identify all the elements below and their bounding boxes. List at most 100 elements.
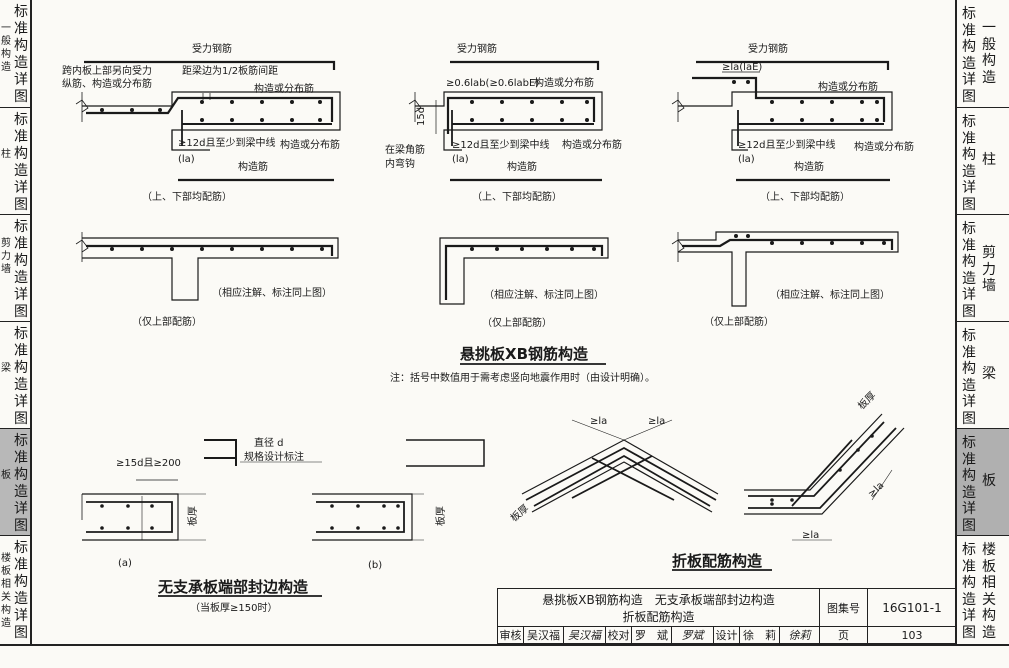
right-nav-side-label: 一般构造 — [982, 20, 996, 86]
edge-thick-a: 板厚 — [186, 506, 199, 526]
left-nav-side-label: 梁 — [1, 363, 11, 374]
right-nav-side-label: 柱 — [982, 152, 996, 168]
atlas-number: 16G101-1 — [868, 589, 956, 627]
cantilever-detail-1 — [75, 60, 341, 182]
label-dist-rebar: 构造或分布筋 — [818, 80, 878, 93]
label-spacing: 距梁边为1/2板筋间距 — [182, 64, 278, 77]
caption-top-only-1: （仅上部配筋） — [132, 315, 202, 328]
right-nav-vertical-label: 标准构造详图 — [962, 221, 976, 320]
title-block: 悬挑板XB钢筋构造 无支承板端部封边构造 折板配筋构造 图集号 16G101-1… — [497, 588, 956, 644]
label-note-top2: 纵筋、构造或分布筋 — [62, 77, 152, 90]
left-nav-vertical-label: 标准构造详图 — [14, 540, 28, 641]
label-hook: 15d — [416, 107, 427, 126]
label-dist-rebar: 构造或分布筋 — [254, 82, 314, 95]
top-only-detail-1 — [75, 232, 339, 301]
checker-name: 罗 斌 — [632, 627, 672, 643]
label-dim: ≥la(laE) — [722, 62, 762, 73]
left-nav-vertical-label: 标准构造详图 — [14, 326, 28, 427]
right-nav-side-label: 剪力墙 — [982, 245, 996, 294]
review-label: 审核 — [498, 627, 524, 643]
right-nav-side-label: 梁 — [982, 366, 996, 382]
right-nav-strip: 标准构造详图 一般构造 标准构造详图 柱 标准构造详图 剪力墙 标准构造详图 梁… — [955, 0, 1009, 644]
caption-top-only-3: （仅上部配筋） — [704, 315, 774, 328]
folded-la-1: ≥la — [590, 416, 607, 427]
reviewer-signature: 吴汉福 — [564, 627, 606, 643]
label-la: (la) — [738, 154, 755, 165]
label-corner-2: 内弯钩 — [385, 157, 415, 170]
top-stress-rebar — [450, 60, 600, 70]
label-anchor: ≥12d且至少到梁中线 — [738, 138, 835, 151]
folded-thick: 板厚 — [508, 501, 532, 524]
label-dist-rebar-2: 构造或分布筋 — [562, 138, 622, 151]
caption-both: （上、下部均配筋） — [760, 190, 850, 203]
label-const-rebar: 构造筋 — [238, 160, 268, 173]
right-nav-item-general[interactable]: 标准构造详图 一般构造 — [957, 0, 1009, 108]
slab-outline — [415, 91, 603, 151]
left-nav-vertical-label: 标准构造详图 — [14, 219, 28, 320]
right-nav-vertical-label: 标准构造详图 — [962, 435, 976, 534]
folded-title: 折板配筋构造 — [672, 552, 762, 570]
label-const-rebar: 构造筋 — [794, 160, 824, 173]
edge-title: 无支承板端部封边构造 — [157, 578, 308, 596]
edge-subtitle: （当板厚≥150时） — [190, 601, 277, 614]
left-nav-vertical-label: 标准构造详图 — [14, 4, 28, 105]
drawing-sheet: 受力钢筋 跨内板上部另向受力 纵筋、构造或分布筋 距梁边为1/2板筋间距 构造或… — [62, 42, 914, 614]
label-stress-rebar: 受力钢筋 — [192, 42, 232, 55]
caption-both: （上、下部均配筋） — [472, 190, 562, 203]
caption-same-3: （相应注解、标注同上图） — [770, 288, 890, 301]
left-nav-item-beam[interactable]: 标准构造详图 梁 — [0, 322, 30, 429]
right-nav-item-slab-related[interactable]: 标准构造详图 楼板相关构造 — [957, 536, 1009, 644]
left-nav-vertical-label: 标准构造详图 — [14, 112, 28, 213]
right-nav-item-column[interactable]: 标准构造详图 柱 — [957, 108, 1009, 215]
top-rebar — [86, 96, 334, 122]
title-block-title: 悬挑板XB钢筋构造 无支承板端部封边构造 折板配筋构造 — [498, 589, 820, 627]
caption-both: （上、下部均配筋） — [142, 190, 232, 203]
label-const-rebar: 构造筋 — [507, 160, 537, 173]
left-nav-item-general[interactable]: 标准构造详图 一般构造 — [0, 0, 30, 108]
title-line-1: 悬挑板XB钢筋构造 无支承板端部封边构造 — [542, 592, 775, 607]
checker-signature: 罗斌 — [672, 627, 714, 643]
page-label: 页 — [820, 627, 868, 643]
check-label: 校对 — [606, 627, 632, 643]
cantilever-detail-3 — [671, 60, 893, 182]
left-nav-item-slab[interactable]: 标准构造详图 板 — [0, 429, 30, 536]
edge-diameter: 直径 d — [254, 436, 284, 449]
folded-la-4: ≥la — [802, 530, 819, 541]
left-nav-side-label: 剪力墙 — [1, 238, 11, 275]
label-anchor: ≥12d且至少到梁中线 — [452, 138, 549, 151]
cantilever-note: 注：括号中数值用于需考虑竖向地震作用时（由设计明确）。 — [390, 371, 655, 384]
cantilever-detail-2 — [408, 60, 603, 182]
folded-slab-detail-1 — [521, 419, 719, 513]
edge-label-b: (b) — [368, 560, 382, 571]
edge-seal-detail-b — [312, 439, 485, 541]
atlas-label: 图集号 — [820, 589, 868, 627]
left-nav-item-slab-related[interactable]: 标准构造详图 楼板相关构造 — [0, 536, 30, 644]
right-nav-vertical-label: 标准构造详图 — [962, 6, 976, 105]
top-only-detail-3 — [671, 231, 899, 307]
folded-la-2: ≥la — [648, 416, 665, 427]
label-stress-rebar: 受力钢筋 — [457, 42, 497, 55]
edge-label-a: (a) — [118, 558, 132, 569]
right-nav-vertical-label: 标准构造详图 — [962, 328, 976, 427]
label-corner-1: 在梁角筋 — [385, 143, 425, 156]
label-la: (la) — [452, 154, 469, 165]
right-nav-item-shear-wall[interactable]: 标准构造详图 剪力墙 — [957, 215, 1009, 322]
left-nav-side-label: 一般构造 — [1, 23, 11, 73]
right-nav-side-label: 楼板相关构造 — [982, 542, 996, 641]
caption-top-only-2: （仅上部配筋） — [482, 316, 552, 329]
reviewer-name: 吴汉福 — [524, 627, 564, 643]
edge-dim: ≥15d且≥200 — [116, 457, 181, 469]
right-nav-item-slab[interactable]: 标准构造详图 板 — [957, 429, 1009, 536]
design-label: 设计 — [714, 627, 740, 643]
left-nav-side-label: 板 — [1, 470, 11, 481]
right-nav-item-beam[interactable]: 标准构造详图 梁 — [957, 322, 1009, 429]
left-nav-item-shear-wall[interactable]: 标准构造详图 剪力墙 — [0, 215, 30, 322]
left-nav-side-label: 楼板相关构造 — [1, 553, 11, 629]
caption-same-1: （相应注解、标注同上图） — [212, 286, 332, 299]
caption-same-2: （相应注解、标注同上图） — [484, 288, 604, 301]
left-nav-item-column[interactable]: 标准构造详图 柱 — [0, 108, 30, 215]
rebar-dots — [100, 100, 322, 122]
edge-thick-b: 板厚 — [434, 506, 447, 526]
cantilever-title: 悬挑板XB钢筋构造 — [460, 345, 588, 363]
label-stress-rebar: 受力钢筋 — [748, 42, 788, 55]
